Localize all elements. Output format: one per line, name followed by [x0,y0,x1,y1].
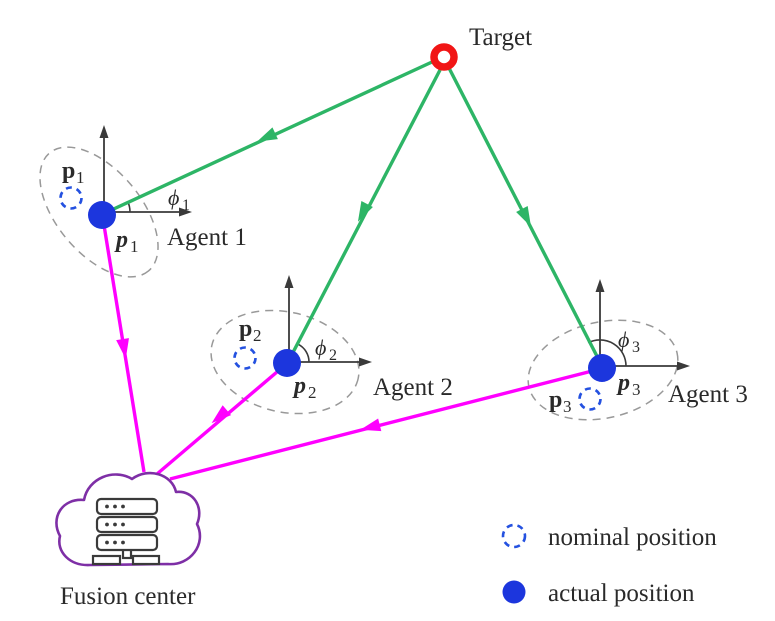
agent2-actual-dot [273,349,301,377]
agent2-actual-label-sub: 2 [308,383,317,402]
legend-nominal-label: nominal position [548,524,717,551]
agent3-y-axis-arrow-icon [595,279,605,292]
legend-actual-label: actual position [548,580,695,607]
agent3-name-label: Agent 3 [668,381,748,408]
agent3-nominal-label-sub: 3 [563,397,572,416]
agent3-angle-label-sub: 3 [632,339,640,356]
agent2-nominal-label: p [239,316,252,342]
signal-arrow-target-agent3-icon [516,206,532,227]
report-line-agent3-fusion [169,367,601,481]
agent3-angle-label: ϕ [618,327,629,352]
fusion-center-label: Fusion center [60,583,196,610]
agent1-uncertainty-ellipse [39,146,159,278]
agent1-actual-label: p [114,227,128,253]
agent2-x-axis-arrow-icon [359,357,372,367]
agent1-nominal-label: p [62,158,75,184]
target-label: Target [469,24,532,51]
agent1-y-axis-arrow-icon [99,125,109,138]
agent3-actual-label: p [616,370,630,396]
signal-line-target-agent2 [286,69,442,363]
report-arrow-agent1-fusion-icon [116,338,129,359]
legend-actual-circle-icon [502,580,526,604]
agent1-nominal-label-sub: 1 [76,168,85,187]
agent2-uncertainty-ellipse [210,309,360,415]
agent3-actual-dot [588,354,616,382]
server-unit-1 [95,497,159,516]
agent3-angle-arc [587,339,627,367]
server-unit-3 [95,533,159,552]
report-arrow-agent3-fusion-icon [360,418,382,432]
server-unit-2 [95,515,159,534]
agent2-nominal-circle [233,346,257,370]
report-arrow-agent2-fusion-icon [211,405,232,424]
agent2-y-axis-arrow-icon [284,275,294,288]
signal-arrow-target-agent1-icon [257,127,278,142]
signal-arrow-target-agent2-icon [357,201,373,222]
server-rack-icon [91,497,161,566]
agent1-nominal-circle [59,186,83,210]
agent2-angle-arc [297,343,310,363]
server-rack-foot-right [131,554,161,566]
target-marker [430,43,458,71]
agent1-angle-label-sub: 1 [182,197,190,214]
agent2-name-label: Agent 2 [373,374,453,401]
agent3-nominal-circle [578,387,602,411]
agent2-angle-label-sub: 2 [329,347,337,364]
agent1-x-axis-arrow-icon [179,207,192,217]
agent2-actual-label: p [292,373,306,399]
agent3-x-axis-arrow-icon [677,361,690,371]
legend-nominal-circle-icon [501,523,527,549]
agent3-actual-label-sub: 3 [632,380,641,399]
report-line-agent2-fusion [155,364,286,476]
agent2-nominal-label-sub: 2 [253,326,262,345]
server-rack-foot-left [91,554,122,566]
agent2-angle-label: ϕ [315,335,326,360]
agent1-actual-label-sub: 1 [130,237,139,256]
agent3-nominal-label: p [549,387,562,413]
agent1-angle-label: ϕ [168,185,179,210]
agent1-name-label: Agent 1 [167,224,247,251]
agent1-actual-dot [88,201,116,229]
